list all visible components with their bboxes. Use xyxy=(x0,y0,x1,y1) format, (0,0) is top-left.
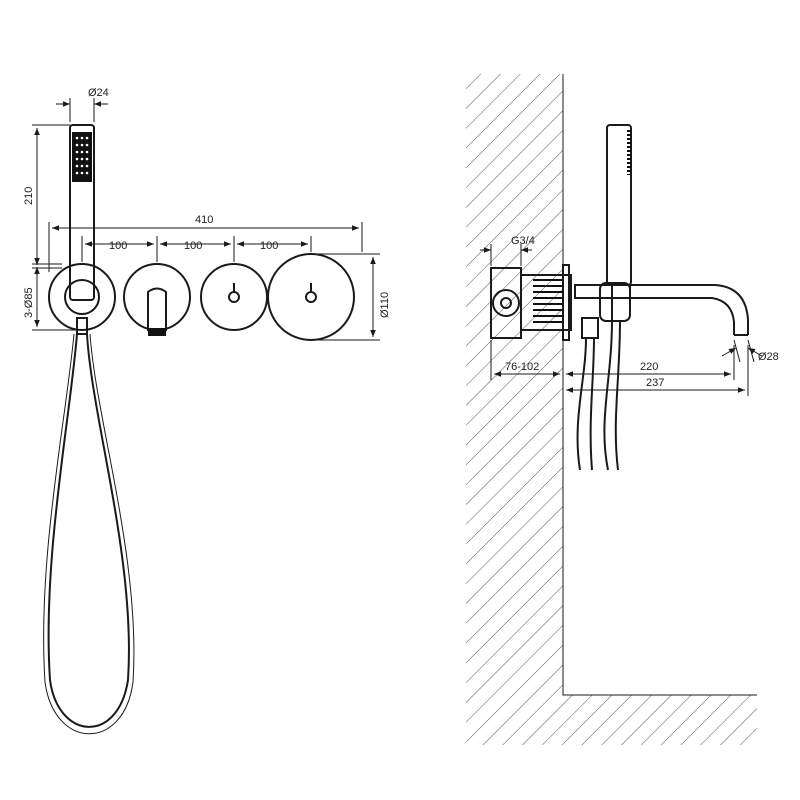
side-hand-shower xyxy=(606,124,632,320)
side-view: G3/4 76-102 220 237 Ø28 xyxy=(466,74,779,745)
dim-spout-dia: Ø28 xyxy=(721,339,779,363)
dim-large-plate: Ø110 xyxy=(311,253,391,341)
dim-label: 410 xyxy=(195,214,213,226)
dim-small-plates: 3-Ø85 xyxy=(23,263,82,331)
dim-label: 100 xyxy=(184,240,202,252)
hand-shower xyxy=(69,124,95,301)
shower-hose xyxy=(47,333,130,728)
diverter-plate xyxy=(200,263,268,331)
spout-plate xyxy=(123,263,191,336)
dim-label: Ø28 xyxy=(758,351,779,363)
dim-label: 100 xyxy=(260,240,278,252)
dim-label: 220 xyxy=(640,361,658,373)
side-spout xyxy=(574,282,749,336)
dim-total-width: 410 xyxy=(48,214,363,272)
front-view: Ø24 210 410 100 100 100 xyxy=(23,87,391,735)
dim-label: 76-102 xyxy=(505,361,539,373)
dim-spout: 220 xyxy=(566,345,735,380)
mixer-plate xyxy=(267,253,355,341)
dim-thread: G3/4 xyxy=(480,235,535,266)
dim-handshower-dia: Ø24 xyxy=(56,87,109,122)
dim-label: Ø110 xyxy=(379,292,391,318)
side-hose xyxy=(576,317,621,471)
dim-label: 100 xyxy=(109,240,127,252)
valve-body xyxy=(490,264,572,341)
dim-handshower-length: 210 xyxy=(23,124,70,269)
dim-label: Ø24 xyxy=(88,87,109,99)
dim-label: 3-Ø85 xyxy=(23,287,35,318)
dim-spacing: 100 100 100 xyxy=(81,236,312,262)
wall-section xyxy=(466,74,757,745)
dim-label: G3/4 xyxy=(511,235,535,247)
dim-label: 210 xyxy=(23,187,35,205)
dim-label: 237 xyxy=(646,377,664,389)
dim-depth: 76-102 xyxy=(490,340,564,392)
